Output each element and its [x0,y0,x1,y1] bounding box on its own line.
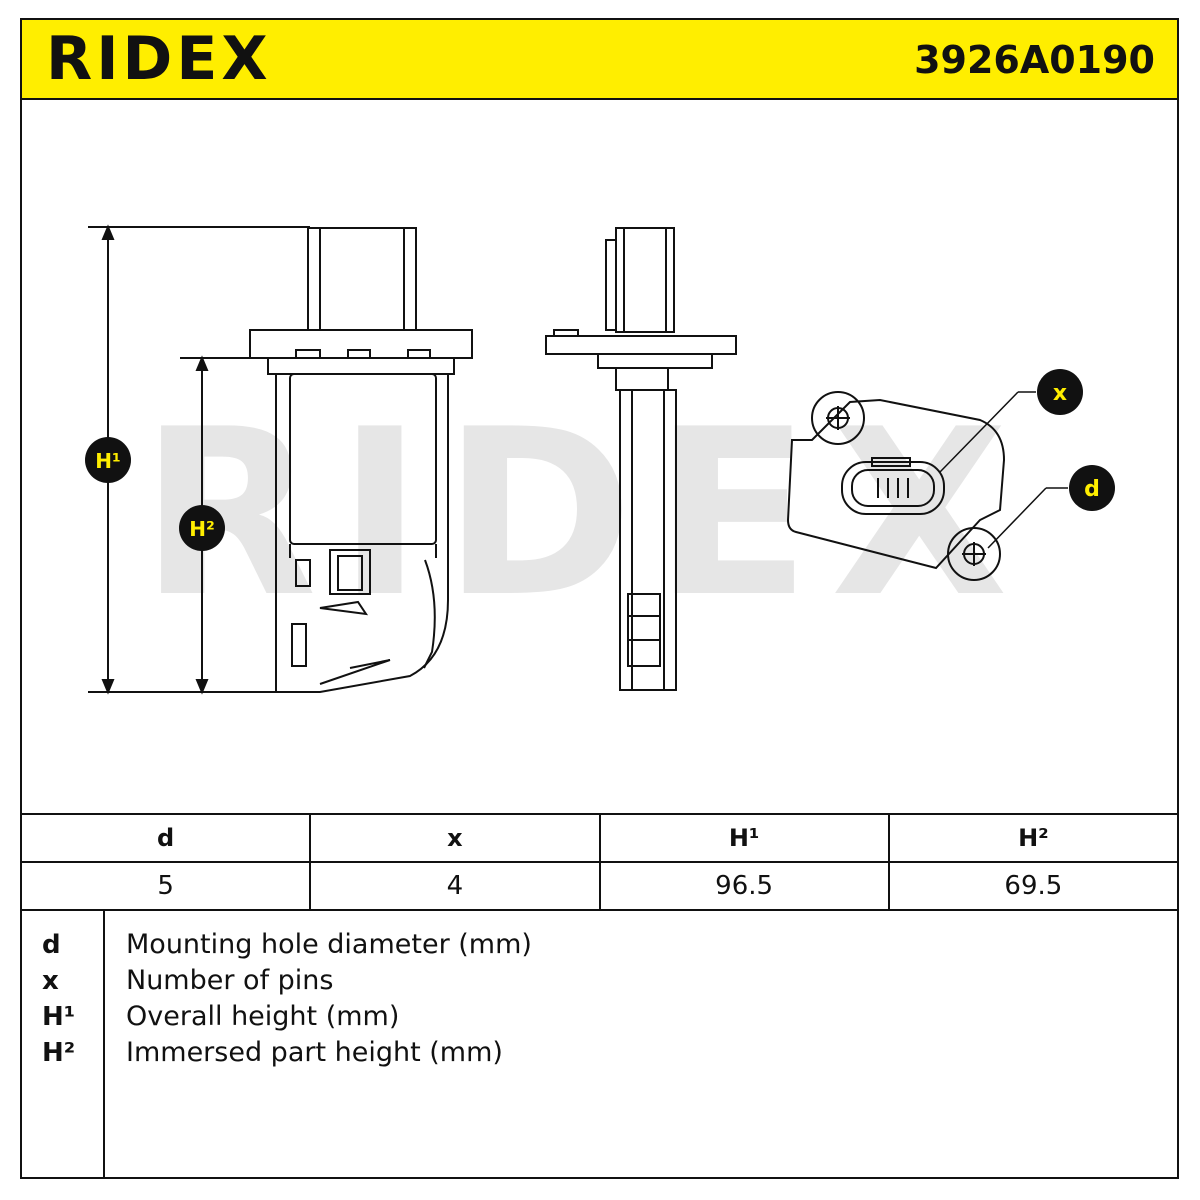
top-housing [786,398,1006,570]
mount-hole-top [811,391,865,445]
callout-h2: H² [179,505,225,551]
front-flange [249,329,473,359]
legend-desc: Number of pins [126,965,334,996]
header-x: x [309,813,601,863]
header-h1: H¹ [598,813,890,863]
legend-row: d Mounting hole diameter (mm) [22,927,1177,963]
leader-lines [939,391,1068,549]
drawing-svg: H¹ H² x d [85,224,1115,695]
legend-desc: Overall height (mm) [126,1001,400,1032]
legend-row: H¹ Overall height (mm) [22,999,1177,1035]
legend-desc: Immersed part height (mm) [126,1037,503,1068]
legend-key: H¹ [42,1002,76,1032]
legend-divider [103,911,105,1177]
technical-drawing: RIDEX [20,100,1179,813]
side-view [545,227,737,691]
legend-desc: Mounting hole diameter (mm) [126,929,532,960]
callout-h2-text: H² [189,517,215,541]
brand-logo: RIDEX [46,28,272,90]
top-plug [841,461,945,515]
brand-text: RIDEX [46,24,272,94]
legend-key: x [42,966,59,996]
callout-h1: H¹ [85,437,131,483]
front-connector [307,227,417,331]
value-x: 4 [309,861,601,911]
table-value-row: 5 4 96.5 69.5 [19,861,1180,911]
callout-h1-text: H¹ [95,449,121,473]
front-body [275,373,449,693]
header-bar: RIDEX 3926A0190 [20,18,1179,100]
legend-panel: d Mounting hole diameter (mm) x Number o… [20,911,1179,1179]
legend-key: d [42,930,61,960]
value-h2: 69.5 [887,861,1180,911]
value-h1: 96.5 [598,861,890,911]
top-view [786,391,1006,581]
dimensions-table: d x H¹ H² 5 4 96.5 69.5 [19,813,1180,911]
table-header-row: d x H¹ H² [19,813,1180,863]
legend-key: H² [42,1038,76,1068]
callout-d-text: d [1084,477,1100,502]
value-d: 5 [19,861,312,911]
header-h2: H² [887,813,1180,863]
legend-row: x Number of pins [22,963,1177,999]
legend-row: H² Immersed part height (mm) [22,1035,1177,1071]
callout-d: d [1069,465,1115,511]
front-view [249,227,473,693]
part-number: 3926A0190 [914,38,1155,82]
mount-hole-bottom [947,527,1001,581]
header-d: d [19,813,312,863]
callout-x-text: x [1053,381,1067,406]
callout-x: x [1037,369,1083,415]
